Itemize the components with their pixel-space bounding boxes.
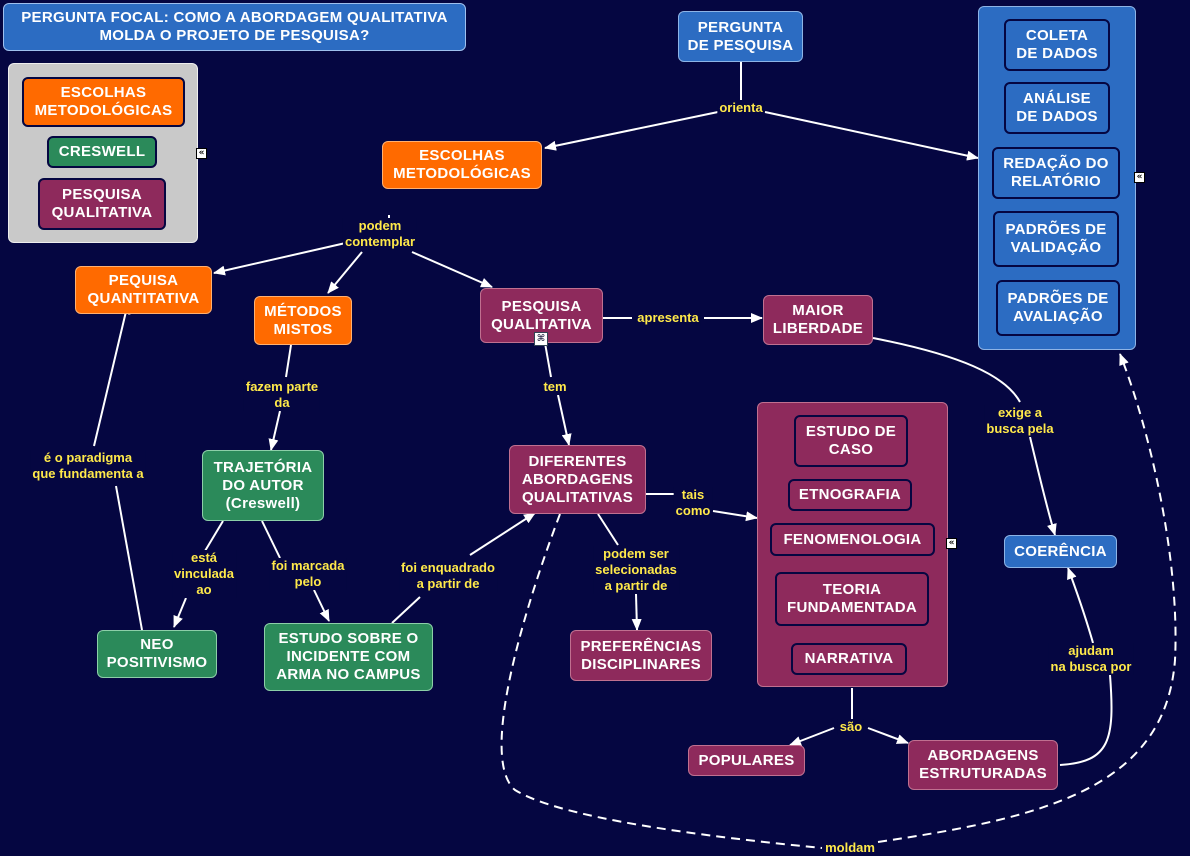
approach-narrativa[interactable]: NARRATIVA — [791, 643, 907, 675]
link-line — [789, 727, 835, 746]
concept-trajetoria-do-autor[interactable]: TRAJETÓRIA DO AUTOR (Creswell) — [202, 450, 324, 521]
link-line — [631, 593, 642, 631]
link-line — [500, 513, 823, 849]
link-line — [411, 251, 493, 288]
concept-maior-liberdade[interactable]: MAIOR LIBERDADE — [763, 295, 873, 345]
collapse-icon[interactable]: « — [1134, 172, 1145, 183]
link-label-esta-vinculada: está vinculada ao — [172, 550, 236, 598]
link-line — [867, 727, 909, 744]
link-label-podem-ser: podem ser selecionadas a partir de — [593, 546, 679, 594]
approach-etnografia[interactable]: ETNOGRAFIA — [788, 479, 912, 511]
concept-populares[interactable]: POPULARES — [688, 745, 805, 776]
link-label-fazem-parte: fazem parte da — [243, 379, 321, 411]
process-avaliacao[interactable]: PADRÕES DE AVALIAÇÃO — [996, 280, 1120, 336]
link-label-apresenta: apresenta — [635, 310, 701, 326]
link-label-orienta: orienta — [717, 100, 765, 116]
link-label-exige: exige a busca pela — [984, 405, 1056, 437]
legend-escolhas[interactable]: ESCOLHAS METODOLÓGICAS — [22, 77, 185, 127]
concept-escolhas-metodologicas[interactable]: ESCOLHAS METODOLÓGICAS — [382, 141, 542, 189]
link-label-tem: tem — [541, 379, 569, 395]
link-line — [1067, 567, 1094, 644]
process-coleta[interactable]: COLETA DE DADOS — [1004, 19, 1110, 71]
link-line — [261, 520, 281, 559]
concept-preferencias-disciplinares[interactable]: PREFERÊNCIAS DISCIPLINARES — [570, 630, 712, 681]
link-line — [764, 111, 979, 161]
legend-creswell[interactable]: CRESWELL — [47, 136, 157, 168]
approach-fenomenologia[interactable]: FENOMENOLOGIA — [770, 523, 935, 556]
link-label-paradigma: é o paradigma que fundamenta a — [30, 450, 146, 482]
concept-coerencia[interactable]: COERÊNCIA — [1004, 535, 1117, 568]
link-line — [93, 302, 131, 447]
link-line — [544, 342, 552, 378]
link-line — [327, 251, 363, 294]
link-label-tais-como: tais como — [673, 487, 713, 519]
link-line — [1059, 674, 1113, 766]
link-line — [597, 513, 619, 546]
concept-diferentes-abordagens[interactable]: DIFERENTES ABORDAGENS QUALITATIVAS — [509, 445, 646, 514]
link-line — [173, 597, 187, 628]
concept-abordagens-estruturadas[interactable]: ABORDAGENS ESTRUTURADAS — [908, 740, 1058, 790]
link-label-foi-enquadrado: foi enquadrado a partir de — [399, 560, 497, 592]
concept-neo-positivismo[interactable]: NEO POSITIVISMO — [97, 630, 217, 678]
link-line — [313, 589, 330, 622]
link-line — [204, 520, 224, 552]
link-line — [712, 510, 758, 522]
legend-qualitativa[interactable]: PESQUISA QUALITATIVA — [38, 178, 166, 230]
focus-question: PERGUNTA FOCAL: COMO A ABORDAGEM QUALITA… — [3, 3, 466, 51]
link-line — [213, 241, 351, 276]
link-line — [285, 344, 292, 378]
approach-teoria-fundamentada[interactable]: TEORIA FUNDAMENTADA — [775, 572, 929, 626]
process-validacao[interactable]: PADRÕES DE VALIDAÇÃO — [993, 211, 1119, 267]
link-line — [469, 512, 536, 556]
collapse-icon[interactable]: « — [196, 148, 207, 159]
link-label-moldam: moldam — [823, 840, 877, 856]
link-label-sao: são — [837, 719, 865, 735]
concept-map-icon[interactable]: ⌘ — [534, 332, 548, 346]
link-line — [557, 394, 572, 446]
process-analise[interactable]: ANÁLISE DE DADOS — [1004, 82, 1110, 134]
concept-metodos-mistos[interactable]: MÉTODOS MISTOS — [254, 296, 352, 345]
link-line — [544, 111, 719, 151]
process-redacao[interactable]: REDAÇÃO DO RELATÓRIO — [992, 147, 1120, 199]
link-line — [268, 410, 281, 451]
link-line — [391, 596, 421, 624]
concept-pergunta-de-pesquisa[interactable]: PERGUNTA DE PESQUISA — [678, 11, 803, 62]
concept-estudo-incidente[interactable]: ESTUDO SOBRE O INCIDENTE COM ARMA NO CAM… — [264, 623, 433, 691]
link-label-foi-marcada: foi marcada pelo — [269, 558, 347, 590]
link-line — [1029, 436, 1057, 536]
concept-pesquisa-quantitativa[interactable]: PEQUISA QUANTITATIVA — [75, 266, 212, 314]
link-label-podem-contemplar: podem contemplar — [342, 218, 418, 250]
link-line — [115, 485, 143, 631]
collapse-icon[interactable]: « — [946, 538, 957, 549]
approach-estudo-de-caso[interactable]: ESTUDO DE CASO — [794, 415, 908, 467]
link-label-ajudam: ajudam na busca por — [1048, 643, 1134, 675]
link-line — [872, 337, 1021, 403]
